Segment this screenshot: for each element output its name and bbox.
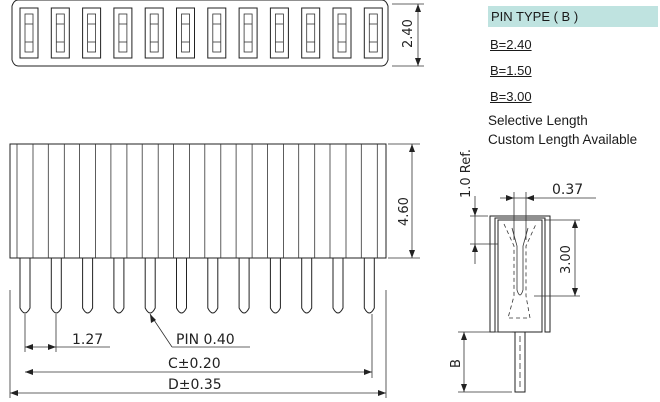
top-cell-slot xyxy=(181,13,190,53)
front-pin xyxy=(332,258,344,314)
top-view-cells xyxy=(19,7,383,59)
width-dim: 0.37 xyxy=(552,182,583,198)
ref-dim: 1.0 Ref. xyxy=(459,149,474,198)
selective-length-note: Selective Length xyxy=(488,113,588,128)
top-cell-slot xyxy=(368,13,378,53)
top-view-outline xyxy=(11,0,389,67)
top-cell-slot xyxy=(87,13,96,53)
top-cell xyxy=(238,7,258,59)
front-pin xyxy=(207,258,219,314)
top-cell-slot xyxy=(243,13,253,53)
front-view: 4.60 1.27 PIN 0.40 C±0.20 D±0.35 xyxy=(9,143,420,398)
top-height-dim: 2.40 xyxy=(401,19,416,48)
top-cell xyxy=(269,7,289,59)
top-cell xyxy=(19,7,39,59)
side-pin xyxy=(514,331,526,393)
b-dim: B xyxy=(449,359,464,368)
top-cell-slot xyxy=(212,13,222,53)
side-housing xyxy=(489,215,551,333)
side-cavity xyxy=(497,219,543,333)
custom-length-note: Custom Length Available xyxy=(488,132,638,147)
top-cell-slot xyxy=(118,13,128,53)
pin-type-option: B=2.40 xyxy=(490,37,532,52)
top-cell xyxy=(363,7,383,59)
pin-type-header: PIN TYPE ( B ) xyxy=(488,6,658,27)
pin-dim: PIN 0.40 xyxy=(176,332,235,348)
top-view: 2.40 xyxy=(11,0,424,67)
top-cell-slot xyxy=(306,13,316,53)
top-cell xyxy=(207,7,227,59)
front-pin xyxy=(19,258,31,314)
front-body-dividers xyxy=(16,144,378,258)
front-height-dim: 4.60 xyxy=(397,197,412,226)
top-cell xyxy=(176,7,195,59)
front-pin xyxy=(113,258,125,314)
front-pin xyxy=(238,258,250,314)
top-cell xyxy=(113,7,133,59)
front-body xyxy=(9,143,387,259)
front-pin xyxy=(269,258,281,314)
c-dim: C±0.20 xyxy=(168,356,221,372)
top-cell xyxy=(82,7,102,59)
front-pin xyxy=(301,258,313,314)
top-cell-slot xyxy=(274,13,284,53)
contact-dim: 3.00 xyxy=(559,245,574,274)
front-pin xyxy=(82,258,94,314)
front-pin xyxy=(50,258,62,314)
d-dim: D±0.35 xyxy=(168,377,222,393)
pin-type-panel: PIN TYPE ( B ) B=2.40 B=1.50 B=3.00 Sele… xyxy=(488,6,658,149)
front-pin xyxy=(176,258,187,314)
top-cell xyxy=(301,7,321,59)
top-cell xyxy=(144,7,164,59)
top-cell xyxy=(332,7,352,59)
pitch-dim: 1.27 xyxy=(72,332,103,348)
top-cell xyxy=(50,7,70,59)
front-pin xyxy=(363,258,375,314)
top-cell-slot xyxy=(337,13,347,53)
top-cell-slot xyxy=(149,13,159,53)
front-pins xyxy=(19,258,375,314)
side-view: 1.0 Ref. 0.37 3.00 B xyxy=(449,149,596,393)
pin-type-option: B=1.50 xyxy=(490,63,532,78)
front-pin xyxy=(144,258,156,314)
top-cell-slot xyxy=(55,13,65,53)
top-cell-slot xyxy=(24,13,34,53)
pin-type-option: B=3.00 xyxy=(490,89,532,104)
